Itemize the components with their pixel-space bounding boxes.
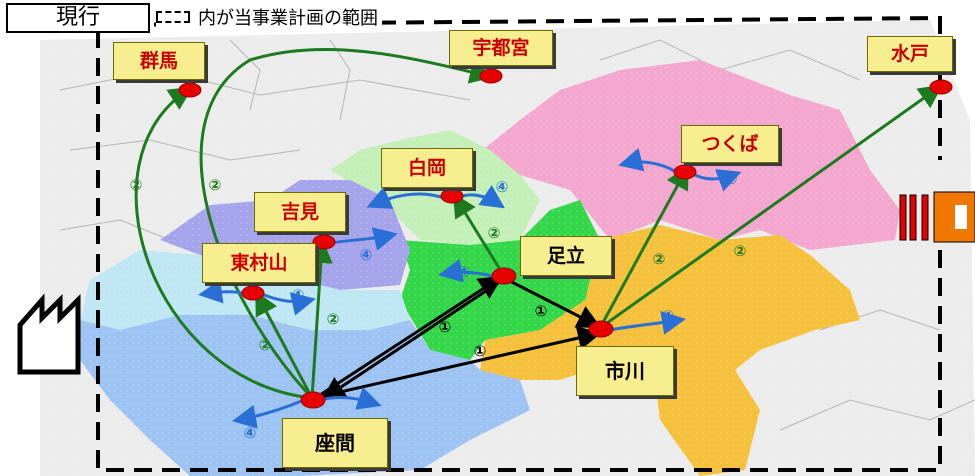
route-mark-1: ①	[535, 302, 548, 320]
route-badges: ② ② ② ② ② ② ② ① ① ① ④ ④ ④ ④ ④ ④ ④	[130, 170, 747, 442]
route-mark-2: ②	[734, 242, 747, 260]
route-mark-4: ④	[725, 170, 738, 188]
city-dot-mito	[929, 79, 953, 95]
route-mark-2: ②	[488, 224, 501, 242]
city-label-adachi: 足立	[520, 236, 612, 276]
city-dot-gunma	[178, 82, 202, 98]
dashed-legend-symbol	[156, 11, 190, 23]
route-mark-4: ④	[292, 286, 305, 304]
city-dot-tsukuba	[673, 164, 697, 180]
route-mark-4: ④	[496, 178, 509, 196]
mode-label: 現行	[55, 5, 100, 30]
route-mark-2: ②	[259, 336, 272, 354]
city-dot-ichikawa	[588, 320, 614, 338]
route-mark-2: ②	[130, 176, 143, 194]
city-dot-higashimurayama	[241, 285, 265, 301]
route-mark-1: ①	[439, 318, 452, 336]
city-dots	[178, 68, 953, 409]
city-label-yoshimi: 吉見	[254, 192, 346, 232]
scope-legend-text: 内が当事業計画の範囲	[198, 8, 378, 29]
mode-label-box: 現行	[6, 3, 150, 33]
scope-legend: 内が当事業計画の範囲	[156, 6, 382, 29]
city-dot-yoshimi	[312, 234, 336, 250]
route-mark-2: ②	[653, 250, 666, 268]
city-label-gunma: 群馬	[113, 42, 205, 80]
city-label-shiraoka: 白岡	[381, 148, 473, 188]
city-dot-shiraoka	[440, 188, 464, 204]
city-label-zama: 座間	[282, 418, 388, 468]
city-label-ichikawa: 市川	[576, 346, 674, 396]
city-label-mito: 水戸	[867, 36, 953, 72]
route-mark-2: ②	[209, 176, 222, 194]
city-dot-utsunomiya	[479, 68, 503, 84]
route-mark-4: ④	[360, 246, 373, 264]
factory-icon	[17, 293, 81, 375]
route-mark-1: ①	[474, 342, 487, 360]
city-dot-adachi	[491, 267, 517, 285]
black-routes	[317, 275, 602, 401]
building-icon	[899, 191, 975, 243]
route-mark-2: ②	[327, 310, 340, 328]
route-mark-4: ④	[662, 307, 675, 325]
city-label-tsukuba: つくば	[681, 125, 779, 163]
route-mark-4: ④	[244, 424, 257, 442]
green-routes	[134, 47, 943, 400]
city-dot-zama	[300, 391, 326, 409]
city-label-utsunomiya: 宇都宮	[449, 30, 553, 66]
route-mark-4: ④	[458, 263, 471, 281]
city-label-higashimurayama: 東村山	[202, 243, 316, 283]
